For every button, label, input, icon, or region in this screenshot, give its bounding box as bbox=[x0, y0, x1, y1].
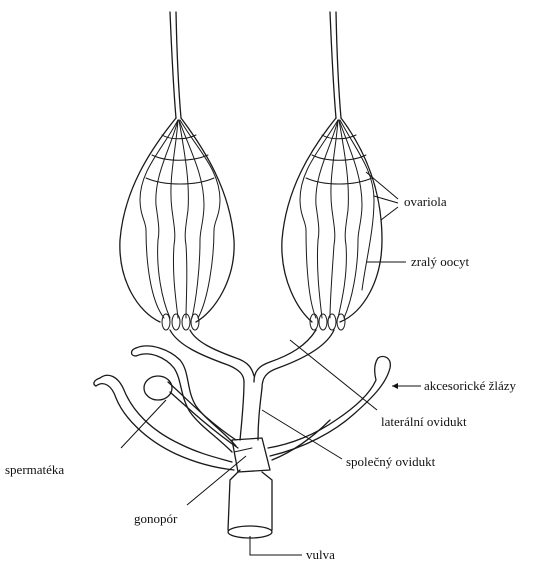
label-spolecny-ovidukt: společný ovidukt bbox=[346, 454, 436, 469]
label-lateralni-ovidukt: laterální ovidukt bbox=[381, 414, 467, 429]
left-ovarioles bbox=[140, 120, 220, 318]
right-ovary bbox=[282, 12, 382, 330]
label-spermateka: spermatéka bbox=[5, 462, 64, 477]
right-ovarioles bbox=[300, 120, 374, 318]
accessory-gland-left bbox=[94, 346, 236, 470]
label-ovariola: ovariola bbox=[404, 194, 447, 209]
label-gonopor: gonopór bbox=[134, 511, 178, 526]
left-ovary bbox=[120, 12, 234, 330]
genital-chamber bbox=[228, 438, 272, 538]
spermatheca bbox=[144, 376, 238, 448]
label-akcesoricke-zlazy: akcesorické žlázy bbox=[424, 378, 517, 393]
label-zraly-oocyt: zralý oocyt bbox=[411, 254, 470, 269]
labels: ovariola zralý oocyt akcesorické žlázy l… bbox=[5, 194, 517, 562]
common-oviduct bbox=[240, 382, 262, 440]
lateral-oviducts bbox=[170, 330, 334, 388]
label-vulva: vulva bbox=[306, 547, 335, 562]
